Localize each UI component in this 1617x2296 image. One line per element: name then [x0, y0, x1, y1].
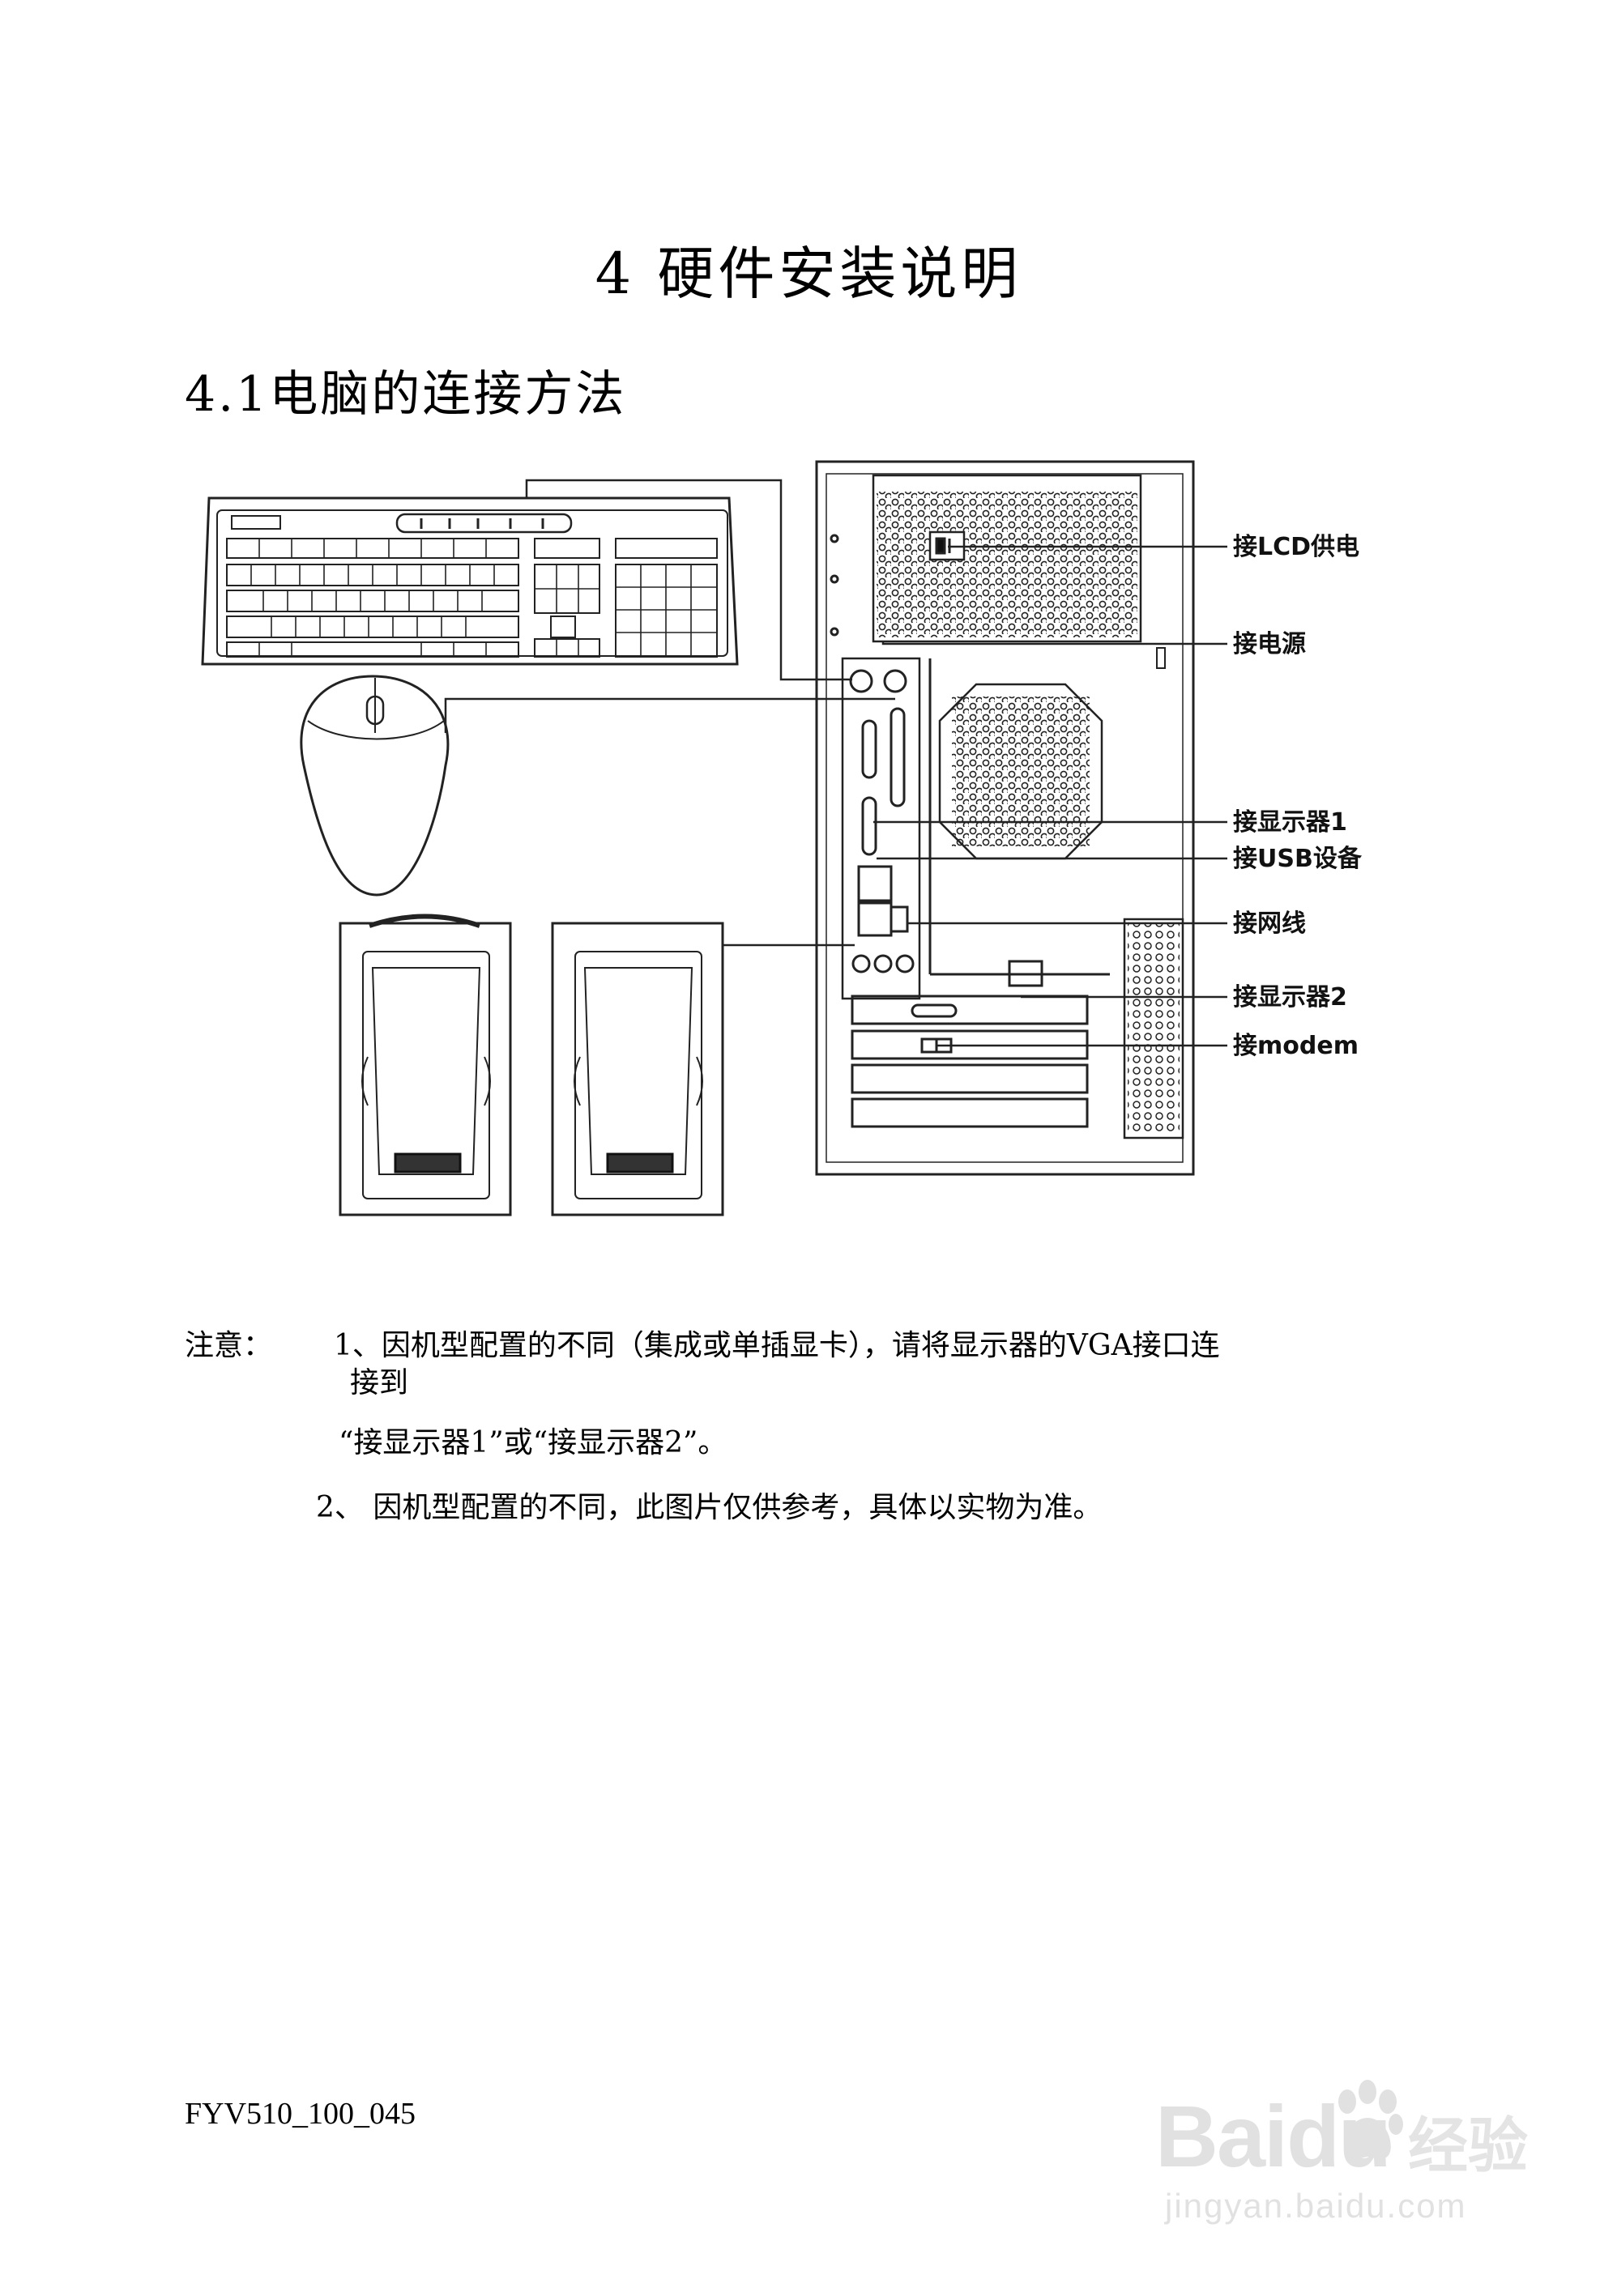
mouse-illustration	[300, 675, 450, 897]
speaker-left-illustration	[339, 914, 512, 1216]
section-title: 4.1电脑的连接方法	[185, 366, 627, 423]
note-item-2: 2、 因机型配置的不同，此图片仅供参考，具体以实物为准。	[316, 1491, 1103, 1524]
note-item-1-line-3: “接显示器1”或“接显示器2”。	[339, 1426, 727, 1459]
keyboard-illustration	[201, 496, 739, 666]
speaker-right-illustration	[551, 922, 724, 1216]
callout-lcd-power: 接LCD供电	[1233, 533, 1359, 561]
callout-monitor-1: 接显示器1	[1233, 808, 1347, 837]
computer-tower-illustration	[815, 460, 1195, 1176]
note-label: 注意：	[185, 1329, 273, 1362]
watermark-url: jingyan.baidu.com	[1165, 2187, 1467, 2225]
baidu-watermark: Baidu 经验 jingyan.baidu.com	[1149, 2065, 1586, 2235]
callout-modem: 接modem	[1233, 1032, 1359, 1060]
callout-power: 接电源	[1233, 630, 1306, 658]
chapter-title: 4 硬件安装说明	[595, 241, 1022, 307]
connection-diagram: 接LCD供电 接电源 接显示器1 接USB设备 接网线 接显示器2 接modem	[178, 441, 1434, 1219]
watermark-service: 经验	[1408, 2111, 1528, 2181]
callout-usb: 接USB设备	[1233, 845, 1363, 873]
paw-icon	[1338, 2080, 1403, 2159]
note-item-1-line-1: 1、因机型配置的不同（集成或单插显卡），请将显示器的VGA接口连	[334, 1329, 1220, 1362]
connection-diagram-svg: 接LCD供电 接电源 接显示器1 接USB设备 接网线 接显示器2 接modem	[201, 460, 1363, 1216]
cable-lines	[444, 479, 895, 947]
callout-network: 接网线	[1233, 909, 1306, 938]
document-code: FYV510_100_045	[185, 2097, 416, 2131]
callout-monitor-2: 接显示器2	[1233, 983, 1347, 1012]
note-item-1-line-2: 接到	[350, 1366, 409, 1399]
callout-leaders	[873, 545, 1227, 1047]
